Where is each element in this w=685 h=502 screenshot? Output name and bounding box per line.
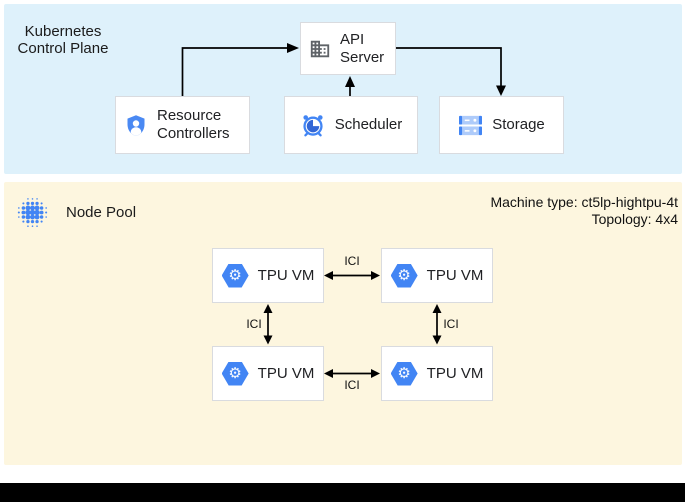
api-server-box: API Server — [300, 22, 396, 75]
ici-label-top: ICI — [344, 254, 360, 268]
resource-controllers-box: Resource Controllers — [115, 96, 250, 154]
tpu-vm-box-top-left: ⚙ TPU VM — [212, 248, 324, 303]
storage-label: Storage — [492, 116, 545, 133]
storage-box: Storage — [439, 96, 564, 154]
ici-label-right: ICI — [443, 317, 459, 331]
tpu-vm-label: TPU VM — [257, 364, 315, 382]
node-pool-title: Node Pool — [66, 204, 137, 221]
dots-cluster-icon — [17, 198, 48, 227]
ici-label-bottom: ICI — [344, 378, 360, 392]
tpu-vm-label: TPU VM — [426, 364, 484, 382]
topology-text: Topology: 4x4 — [591, 210, 678, 227]
bottom-black-bar — [0, 483, 685, 502]
tpu-vm-box-bottom-left: ⚙ TPU VM — [212, 346, 324, 401]
tpu-vm-label: TPU VM — [426, 266, 484, 284]
hexagon-gear-icon: ⚙ — [390, 263, 418, 288]
server-disks-icon — [459, 115, 483, 135]
shield-user-icon — [127, 114, 145, 136]
tpu-vm-label: TPU VM — [257, 266, 315, 284]
hexagon-gear-icon: ⚙ — [221, 263, 249, 288]
api-server-label: API Server — [340, 30, 385, 66]
tpu-vm-box-bottom-right: ⚙ TPU VM — [381, 346, 493, 401]
hexagon-gear-icon: ⚙ — [221, 361, 249, 386]
ici-label-left: ICI — [246, 317, 262, 331]
scheduler-box: Scheduler — [284, 96, 418, 154]
control-plane-title: Kubernetes Control Plane — [17, 23, 109, 57]
scheduler-label: Scheduler — [334, 116, 403, 133]
resource-controllers-label: Resource Controllers — [157, 107, 230, 142]
machine-info: Machine type: ct5lp-hightpu-4t Topology:… — [490, 194, 678, 227]
node-pool-panel — [4, 182, 682, 465]
machine-type-text: Machine type: ct5lp-hightpu-4t — [490, 194, 678, 210]
alarm-clock-icon — [303, 114, 323, 136]
building-icon — [310, 40, 330, 57]
hexagon-gear-icon: ⚙ — [390, 361, 418, 386]
tpu-vm-box-top-right: ⚙ TPU VM — [381, 248, 493, 303]
